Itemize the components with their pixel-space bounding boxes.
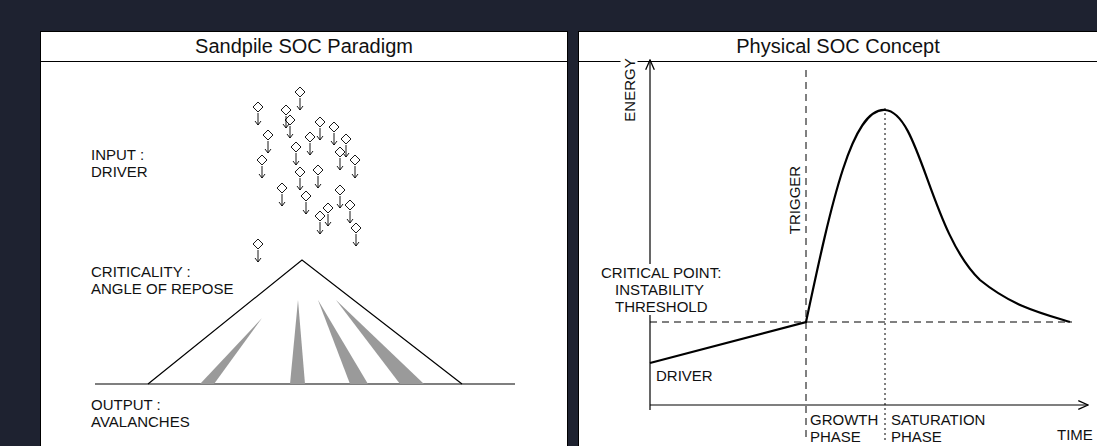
phase-label: SATURATION PHASE xyxy=(890,411,987,445)
x-axis xyxy=(650,404,1088,405)
sand-grains xyxy=(253,87,361,262)
trigger-line xyxy=(806,70,807,440)
criticality-label: CRITICALITY : ANGLE OF REPOSE xyxy=(90,263,242,297)
energy-curve xyxy=(650,110,1070,363)
axis-label: TIME xyxy=(1056,426,1094,443)
driver-label: DRIVER xyxy=(655,367,714,384)
axis-label: ENERGY xyxy=(621,57,638,122)
panel: Sandpile SOC Paradigm xyxy=(40,31,568,446)
peak-line xyxy=(885,108,886,440)
trigger-label: TRIGGER xyxy=(786,165,803,235)
output-label: OUTPUT : AVALANCHES xyxy=(90,396,202,430)
driver-label: INPUT : DRIVER xyxy=(90,146,172,180)
avalanche-wedges xyxy=(200,300,424,384)
phase-label: GROWTH PHASE xyxy=(809,411,881,445)
panel-title: Sandpile SOC Paradigm xyxy=(41,32,567,62)
threshold-label: CRITICAL POINT: INSTABILITY THRESHOLD xyxy=(600,264,756,315)
panel-ground xyxy=(578,31,1097,446)
threshold-line xyxy=(650,322,1072,323)
y-axis xyxy=(649,60,650,410)
panel-title: Physical SOC Concept xyxy=(579,32,1097,62)
panel-ground xyxy=(40,31,568,446)
